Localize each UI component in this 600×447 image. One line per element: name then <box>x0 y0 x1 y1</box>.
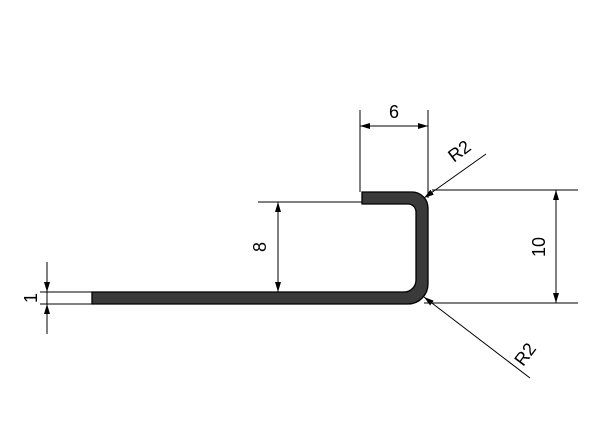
profile-shape <box>91 191 429 305</box>
bottom-radius-leader: R2 <box>423 296 540 379</box>
total-height-label: 10 <box>529 237 549 257</box>
inner-height-label: 8 <box>250 242 270 252</box>
thickness-label: 1 <box>21 293 41 303</box>
top-radius-label: R2 <box>444 136 474 166</box>
bottom-radius-label: R2 <box>510 339 540 369</box>
total-height-dimension: 10 <box>424 189 578 304</box>
thickness-dimension: 1 <box>21 262 92 334</box>
top-width-dimension: 6 <box>359 102 429 198</box>
top-radius-leader: R2 <box>423 136 487 199</box>
inner-height-dimension: 8 <box>250 201 362 292</box>
top-width-label: 6 <box>389 102 399 122</box>
